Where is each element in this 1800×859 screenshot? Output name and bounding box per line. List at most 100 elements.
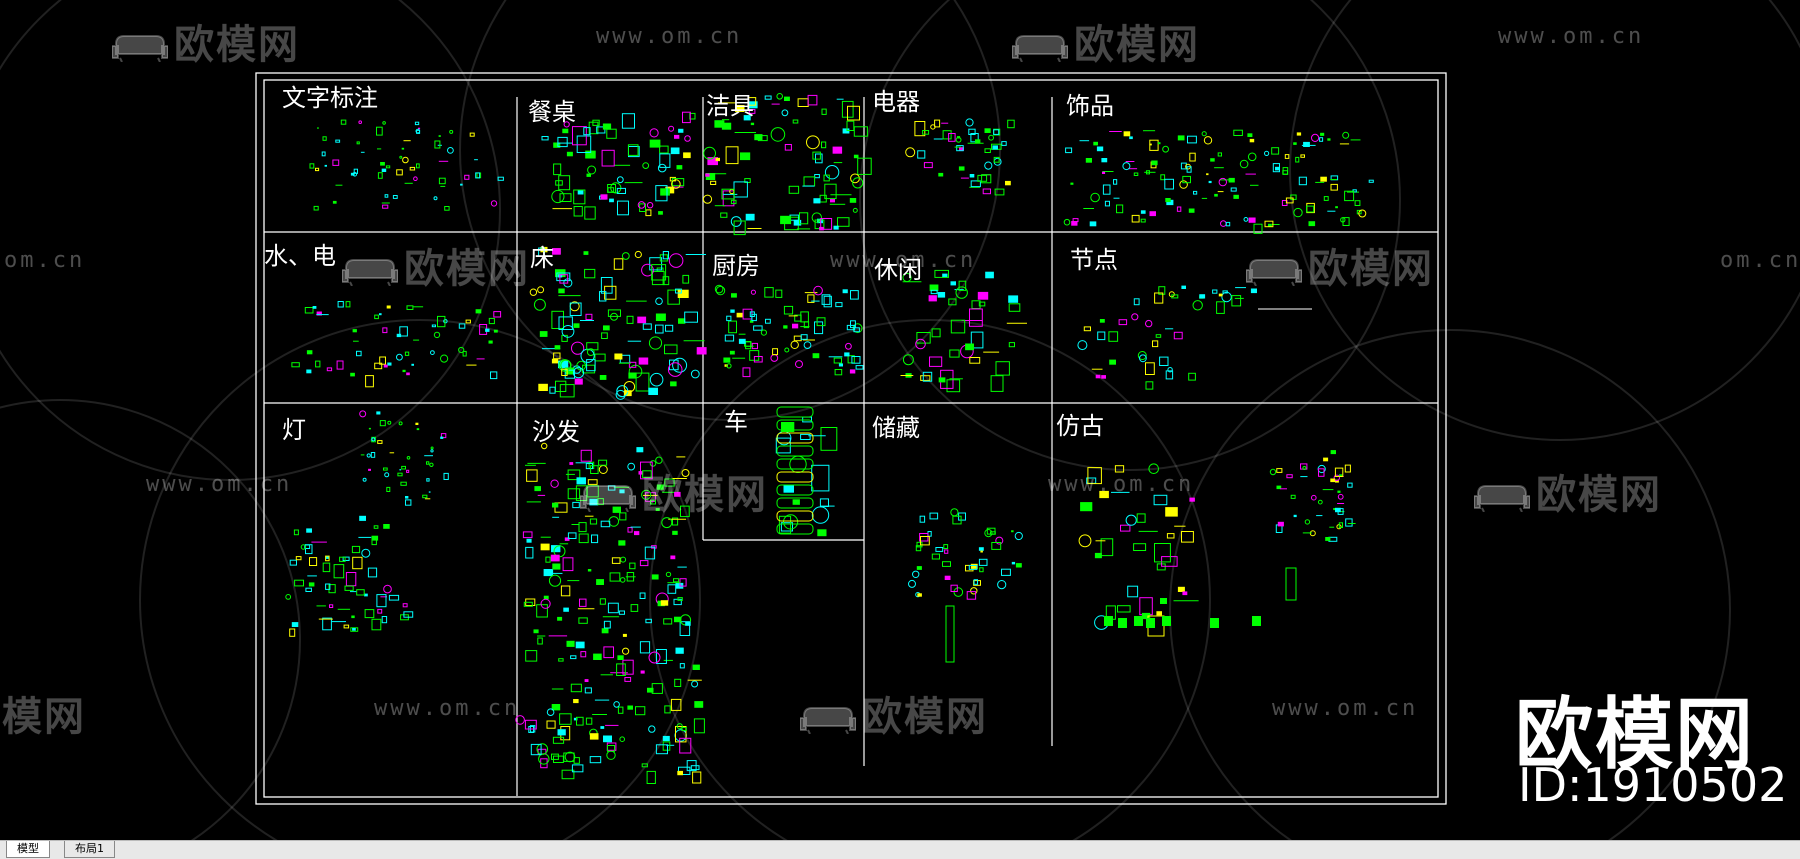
cad-block-symbol: [820, 427, 838, 451]
cad-block-symbol: [776, 445, 814, 457]
cad-block-symbol: [332, 200, 337, 204]
cad-block-symbol: [1334, 467, 1344, 478]
cad-block-symbol: [776, 419, 814, 431]
cad-block-symbol: [1337, 493, 1344, 500]
cad-block-symbol: [1148, 463, 1159, 475]
cad-block-symbol: [564, 369, 576, 379]
cad-block-symbol: [1199, 294, 1206, 299]
cad-block-symbol: [371, 539, 377, 546]
cad-block-symbol: [705, 173, 716, 180]
cad-block-symbol: [743, 115, 751, 121]
cad-block-symbol: [776, 458, 814, 470]
cad-block-symbol: [536, 743, 549, 755]
cad-block-symbol: [365, 375, 374, 388]
cad-block-symbol: [838, 363, 843, 367]
cad-block-symbol: [692, 664, 700, 670]
cad-block-symbol: [934, 269, 950, 278]
cad-block-symbol: [1123, 131, 1131, 137]
cad-block-symbol: [1011, 561, 1016, 565]
cad-block-symbol: [402, 603, 408, 608]
cad-block-symbol: [351, 545, 361, 554]
cad-block-symbol: [934, 119, 941, 128]
cad-block-symbol: [833, 225, 839, 230]
cad-block-symbol: [1335, 479, 1339, 483]
cad-block-symbol: [601, 332, 608, 339]
cad-block-symbol: [621, 252, 630, 260]
cad-block-symbol: [977, 174, 988, 182]
cad-block-symbol: [1276, 468, 1283, 473]
cad-block-symbol: [1282, 170, 1289, 175]
cad-block-symbol: [1188, 208, 1195, 213]
cad-block-symbol: [724, 364, 728, 367]
cad-block-symbol: [1101, 158, 1108, 163]
cad-block-symbol: [386, 486, 391, 492]
cad-block-symbol: [530, 743, 542, 756]
cad-block-symbol: [950, 584, 958, 593]
cad-block-symbol: [1177, 135, 1185, 141]
cad-block-symbol: [350, 172, 355, 176]
cad-block-symbol: [551, 704, 561, 711]
cad-drawing[interactable]: [0, 0, 1800, 840]
cad-block-symbol: [655, 744, 669, 755]
cad-block-symbol: [617, 655, 624, 660]
cad-block-symbol: [431, 324, 436, 328]
cad-block-symbol: [638, 471, 644, 475]
watermark-url: www.om.cn: [374, 696, 521, 721]
cad-block-symbol: [576, 135, 592, 153]
cad-block-symbol: [1129, 136, 1133, 140]
cad-block-symbol: [1117, 605, 1131, 613]
cad-block-symbol: [938, 172, 944, 177]
sofa-logo-icon: [342, 259, 398, 286]
cad-block-symbol: [1154, 543, 1171, 563]
cad-block-symbol: [589, 756, 602, 764]
cad-block-symbol: [1330, 450, 1336, 455]
cad-block-symbol: [599, 291, 607, 302]
cad-block-symbol: [571, 764, 584, 773]
cad-block-symbol: [1189, 152, 1196, 162]
cad-block-symbol: [944, 575, 951, 580]
cad-block-symbol: [600, 277, 613, 294]
section-label-lamp: 灯: [282, 416, 306, 444]
cad-block-symbol: [684, 311, 699, 323]
cad-block-symbol: [784, 96, 790, 101]
cad-block-symbol: [559, 713, 572, 725]
cad-block-symbol: [726, 363, 732, 369]
cad-block-symbol: [570, 683, 582, 693]
cad-block-symbol: [1177, 586, 1185, 592]
cad-block-symbol: [350, 372, 355, 377]
cad-block-symbol: [416, 428, 420, 431]
cad-block-symbol: [842, 128, 850, 134]
cad-block-symbol: [1293, 207, 1303, 218]
cad-block-symbol: [317, 127, 319, 129]
cad-block-symbol: [336, 360, 344, 370]
cad-block-symbol: [609, 198, 614, 203]
cad-block-symbol: [460, 183, 463, 186]
cad-block-symbol: [525, 650, 538, 662]
cad-block-symbol: [572, 126, 587, 146]
cad-block-symbol: [655, 185, 668, 202]
cad-block-symbol: [374, 314, 379, 320]
cad-block-symbol: [377, 440, 383, 444]
cad-block-symbol: [676, 723, 683, 730]
cad-block-symbol: [567, 488, 581, 500]
cad-block-symbol: [662, 741, 671, 751]
watermark-logo: 欧模网: [1012, 12, 1200, 70]
cad-block-symbol: [978, 301, 986, 307]
cad-block-symbol: [1338, 474, 1343, 477]
cad-block-symbol: [559, 193, 572, 202]
cad-block-symbol: [396, 333, 402, 338]
cad-block-symbol: [747, 97, 757, 106]
cad-block-symbol: [675, 582, 684, 589]
cad-block-symbol: [586, 173, 591, 177]
cad-block-symbol: [942, 130, 952, 140]
cad-block-symbol: [1160, 174, 1166, 181]
cad-block-symbol: [406, 456, 411, 460]
cad-block-symbol: [616, 663, 626, 677]
tab-layout-1[interactable]: 布局1: [64, 841, 115, 858]
cad-block-symbol: [1216, 301, 1225, 314]
cad-block-symbol: [1181, 531, 1194, 543]
tab-model[interactable]: 模型: [6, 841, 50, 858]
cad-block-symbol: [534, 486, 541, 492]
cad-block-symbol: [1078, 534, 1092, 548]
